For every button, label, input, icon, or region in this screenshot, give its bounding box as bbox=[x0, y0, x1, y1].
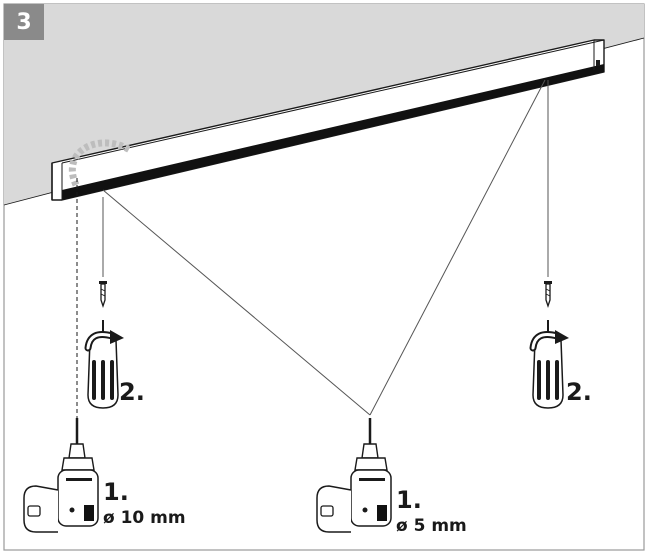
step-number-badge: 3 bbox=[4, 4, 44, 40]
center-drill-size-label: ø 5 mm bbox=[396, 516, 467, 536]
right-screw-step-label: 2. bbox=[566, 378, 592, 406]
screw-icon bbox=[544, 281, 552, 309]
left-drill-size-label: ø 10 mm bbox=[103, 508, 186, 528]
right-v-line bbox=[369, 79, 546, 416]
ceiling-rail-icon bbox=[51, 39, 605, 201]
screwdriver-icon bbox=[532, 320, 564, 409]
screw-icon bbox=[99, 281, 107, 309]
drill-icon bbox=[316, 418, 392, 533]
left-screw-step-label: 2. bbox=[119, 378, 145, 406]
cable-icon bbox=[68, 139, 132, 187]
left-drill-step-label: 1. bbox=[103, 478, 129, 506]
rotation-arrow-icon bbox=[84, 330, 124, 352]
left-v-line bbox=[102, 189, 371, 416]
center-drill-step-label: 1. bbox=[396, 486, 422, 514]
drill-icon bbox=[23, 418, 99, 533]
rotation-arrow-icon bbox=[529, 330, 569, 352]
screwdriver-icon bbox=[87, 320, 119, 409]
